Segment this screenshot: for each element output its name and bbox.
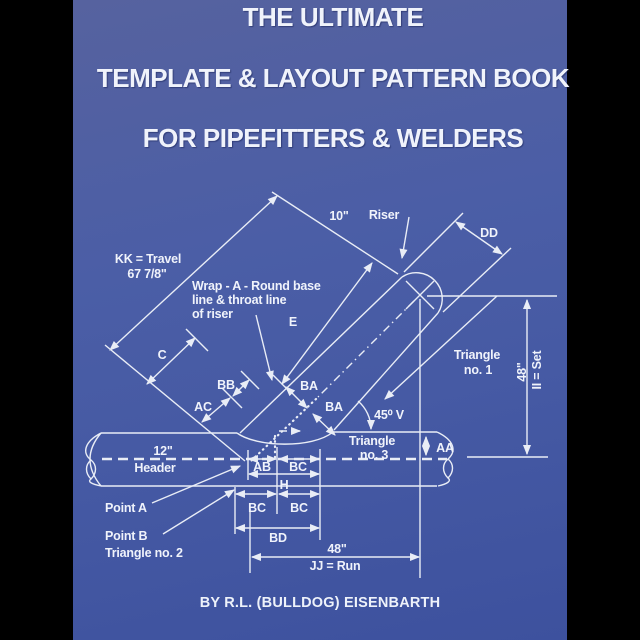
label-wrap-line2: line & throat line	[192, 293, 287, 307]
label-triangle1-line1: Triangle	[454, 348, 501, 362]
ext-tick-bb-ac	[221, 387, 243, 409]
header-right-break	[436, 431, 454, 487]
dim-c	[146, 337, 196, 385]
label-triangle1-line2: no. 1	[464, 363, 492, 377]
construction-lines	[249, 295, 557, 578]
point-b-leader	[162, 489, 235, 535]
label-bc-left: BC	[248, 501, 266, 515]
label-ab: AB	[253, 460, 271, 474]
label-c: C	[158, 348, 167, 362]
dim-e	[281, 262, 373, 385]
header-left-break	[85, 432, 102, 487]
ext-tick-bb-upper	[240, 370, 260, 390]
ext-tick-c-upper	[185, 328, 209, 352]
label-kk-value: 67 7/8"	[127, 267, 167, 281]
label-point-a: Point A	[105, 501, 147, 515]
leader-lines	[151, 216, 410, 535]
label-aa: AA	[436, 441, 454, 455]
label-riser-size: 10"	[329, 209, 349, 223]
label-wrap-line1: Wrap - A - Round base	[192, 279, 321, 293]
label-bb: BB	[217, 378, 235, 392]
label-e: E	[289, 315, 297, 329]
ext-line-riser-cap	[271, 191, 399, 275]
label-bd: BD	[269, 531, 287, 545]
label-riser: Riser	[369, 208, 400, 222]
diagram-labels: KK = Travel 67 7/8" Wrap - A - Round bas…	[105, 208, 544, 573]
ext-line-point-a	[104, 344, 246, 462]
dim-dd	[455, 221, 503, 255]
dim-kk-travel	[109, 195, 278, 351]
label-triangle3-line1: Triangle	[349, 434, 396, 448]
label-bc-center: BC	[289, 460, 307, 474]
ext-line-dd-2	[442, 247, 512, 313]
dim-bb	[232, 379, 250, 397]
title-line-1: THE ULTIMATE	[242, 2, 424, 32]
label-set-value: 48"	[515, 362, 529, 382]
wrap-label-leader	[255, 314, 274, 382]
label-h: H	[280, 478, 289, 492]
label-ba-upper: BA	[300, 379, 318, 393]
author-line: BY R.L. (BULLDOG) EISENBARTH	[199, 595, 441, 611]
dim-ac	[201, 397, 231, 423]
dim-ba-upper	[285, 386, 308, 409]
label-wrap-line3: of riser	[192, 307, 233, 321]
label-triangle3-line2: no. 3	[360, 448, 388, 462]
label-point-b: Point B	[105, 529, 148, 543]
riser-centerline-dashdot	[317, 300, 415, 398]
label-ac: AC	[194, 400, 212, 414]
label-ba-lower: BA	[325, 400, 343, 414]
ext-line-dd-1	[403, 212, 464, 273]
dim-ba-lower	[312, 413, 336, 436]
weld-saddle-curve	[236, 431, 334, 445]
riser-centerline-dotted-ext	[249, 397, 318, 463]
title-line-2: TEMPLATE & LAYOUT PATTERN BOOK	[96, 63, 570, 93]
riser-label-leader	[399, 216, 410, 260]
label-triangle2: Triangle no. 2	[105, 546, 183, 560]
angle-45-arc	[357, 400, 375, 431]
point-a-leader	[151, 465, 242, 504]
label-set-name: II = Set	[530, 349, 544, 389]
label-run-name: JJ = Run	[310, 559, 361, 573]
label-kk-travel: KK = Travel	[115, 252, 181, 266]
label-header-size: 12"	[153, 444, 173, 458]
dimension-lines	[109, 195, 532, 562]
label-run-value: 48"	[327, 542, 347, 556]
label-bc-right: BC	[290, 501, 308, 515]
label-dd: DD	[480, 226, 498, 240]
label-angle-45v: 45⁰ V	[374, 408, 405, 422]
title-line-3: FOR PIPEFITTERS & WELDERS	[142, 123, 524, 153]
angle-45-leader	[384, 295, 498, 400]
riser-end-cap-arc	[401, 272, 443, 314]
label-header: Header	[134, 461, 176, 475]
header-top-line	[101, 431, 437, 434]
